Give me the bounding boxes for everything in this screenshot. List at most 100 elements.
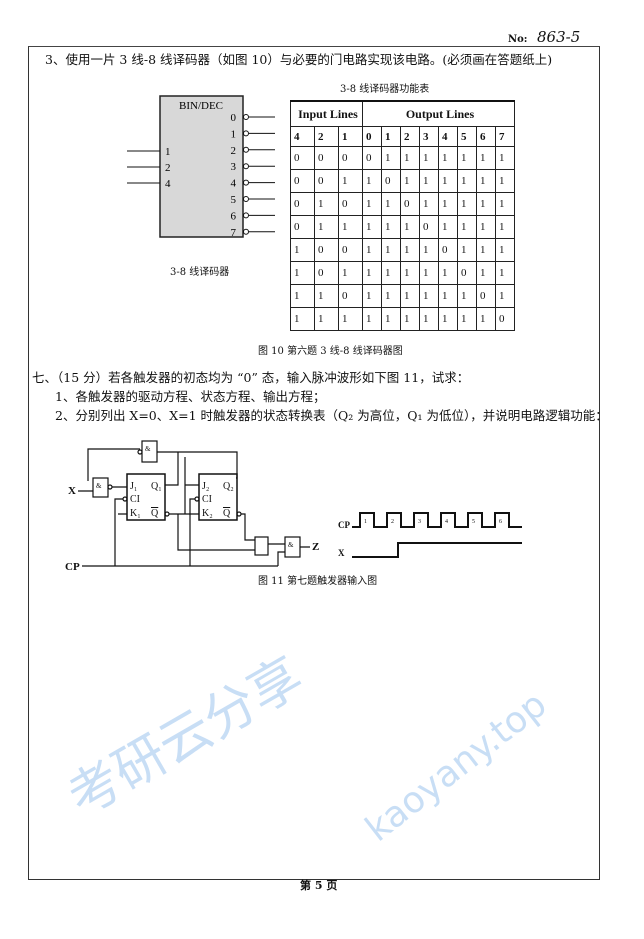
cp-waveform bbox=[352, 512, 522, 528]
doc-number-value: 863-5 bbox=[537, 28, 581, 46]
table-cell: 2 bbox=[400, 126, 420, 147]
table-cell: 1 bbox=[400, 169, 420, 193]
table-cell: 1 bbox=[362, 284, 382, 308]
table-cell: 1 bbox=[457, 284, 477, 308]
table-cell: 1 bbox=[381, 238, 401, 262]
table-cell: 5 bbox=[457, 126, 477, 147]
waveform-x-label: X bbox=[338, 548, 345, 558]
ff1-qbar-label: Q bbox=[151, 508, 159, 519]
table-cell: 1 bbox=[495, 169, 515, 193]
table-cell: 1 bbox=[381, 307, 401, 331]
page-frame bbox=[28, 46, 600, 880]
table-cell: 1 bbox=[400, 307, 420, 331]
table-cell: 0 bbox=[338, 146, 363, 170]
question-7-item-1: 1、各触发器的驱动方程、状态方程、输出方程； bbox=[55, 389, 326, 404]
table-cell: 0 bbox=[400, 192, 420, 216]
and-gate-z-label: & bbox=[288, 541, 294, 549]
figure-11-caption: 图 11 第七题触发器输入图 bbox=[258, 576, 378, 587]
table-cell: 3 bbox=[419, 126, 439, 147]
table-cell: 1 bbox=[314, 284, 339, 308]
ff1-k-label: K₁ bbox=[130, 508, 141, 519]
table-cell: 1 bbox=[438, 307, 458, 331]
table-cell: 1 bbox=[495, 284, 515, 308]
table-cell: 1 bbox=[457, 169, 477, 193]
decoder-output-label: 7 bbox=[231, 227, 237, 239]
table-cell: 1 bbox=[400, 261, 420, 285]
decoder-output-label: 5 bbox=[231, 194, 237, 206]
table-cell: 1 bbox=[381, 192, 401, 216]
table-cell: 1 bbox=[438, 169, 458, 193]
table-cell: 0 bbox=[419, 215, 439, 239]
table-cell: 0 bbox=[290, 215, 315, 239]
decoder-input-label: 2 bbox=[165, 162, 171, 174]
table-cell: 0 bbox=[338, 238, 363, 262]
decoder-output-bubble bbox=[243, 212, 249, 219]
table-cell: 1 bbox=[381, 215, 401, 239]
decoder-output-label: 0 bbox=[231, 112, 237, 124]
and-gate-3 bbox=[254, 536, 269, 556]
table-cell: 0 bbox=[290, 192, 315, 216]
question-7: 七、（15 分）若各触发器的初态均为 “0” 态，输入脉冲波形如下图 11，试求… bbox=[32, 370, 470, 385]
table-cell: 1 bbox=[495, 238, 515, 262]
table-cell: 1 bbox=[338, 169, 363, 193]
table-cell: 1 bbox=[419, 284, 439, 308]
table-cell: 1 bbox=[290, 284, 315, 308]
table-cell: 1 bbox=[419, 238, 439, 262]
table-cell: 1 bbox=[314, 215, 339, 239]
ff2-k-label: K₂ bbox=[202, 508, 213, 519]
table-cell: 1 bbox=[381, 126, 401, 147]
table-cell: 0 bbox=[338, 284, 363, 308]
cp-pulse-label: 3 bbox=[418, 519, 421, 525]
cp-pulse-label: 5 bbox=[472, 519, 475, 525]
table-cell: 1 bbox=[290, 261, 315, 285]
decoder-title: BIN/DEC bbox=[179, 100, 223, 112]
waveform-cp-label: CP bbox=[338, 520, 350, 530]
table-cell: 0 bbox=[495, 307, 515, 331]
table-cell: 4 bbox=[438, 126, 458, 147]
table-cell: 1 bbox=[338, 307, 363, 331]
cp-pulse-label: 2 bbox=[391, 519, 394, 525]
table-cell: 1 bbox=[419, 146, 439, 170]
table-cell: 0 bbox=[338, 192, 363, 216]
table-cell: 1 bbox=[438, 192, 458, 216]
ff2-qbar-label: Q bbox=[223, 508, 231, 519]
decoder-output-label: 2 bbox=[231, 145, 237, 157]
table-cell: 1 bbox=[476, 146, 496, 170]
x-input-label: X bbox=[68, 485, 76, 497]
table-cell: 1 bbox=[381, 146, 401, 170]
table-cell: 1 bbox=[419, 192, 439, 216]
ff2-q-label: Q₂ bbox=[223, 481, 234, 492]
doc-number-label: No: bbox=[508, 34, 528, 45]
table-cell: 1 bbox=[400, 215, 420, 239]
decoder-input-label: 4 bbox=[165, 178, 171, 190]
and-gate-top-label: & bbox=[145, 445, 151, 453]
table-cell: 1 bbox=[338, 261, 363, 285]
decoder-output-label: 3 bbox=[231, 161, 237, 173]
table-cell: 1 bbox=[290, 238, 315, 262]
table-cell: 1 bbox=[338, 215, 363, 239]
question-3: 3、使用一片 3 线-8 线译码器（如图 10）与必要的门电路实现该电路。(必须… bbox=[45, 52, 553, 67]
cp-pulse-label: 6 bbox=[499, 519, 502, 525]
decoder-output-label: 4 bbox=[231, 178, 237, 190]
doc-number: No: 863-5 bbox=[508, 28, 580, 46]
output-lines-header: Output Lines bbox=[362, 100, 515, 127]
table-cell: 1 bbox=[438, 146, 458, 170]
ff2-j-label: J₂ bbox=[202, 481, 209, 492]
table-cell: 6 bbox=[476, 126, 496, 147]
table-cell: 1 bbox=[457, 215, 477, 239]
table-cell: 0 bbox=[314, 169, 339, 193]
nand-gate-x-label: & bbox=[96, 482, 102, 490]
decoder-output-bubble bbox=[243, 196, 249, 202]
decoder-block bbox=[159, 95, 244, 238]
table-cell: 1 bbox=[495, 146, 515, 170]
table-cell: 1 bbox=[457, 146, 477, 170]
table-cell: 1 bbox=[495, 192, 515, 216]
cp-input-label: CP bbox=[65, 561, 80, 573]
table-cell: 1 bbox=[338, 126, 363, 147]
